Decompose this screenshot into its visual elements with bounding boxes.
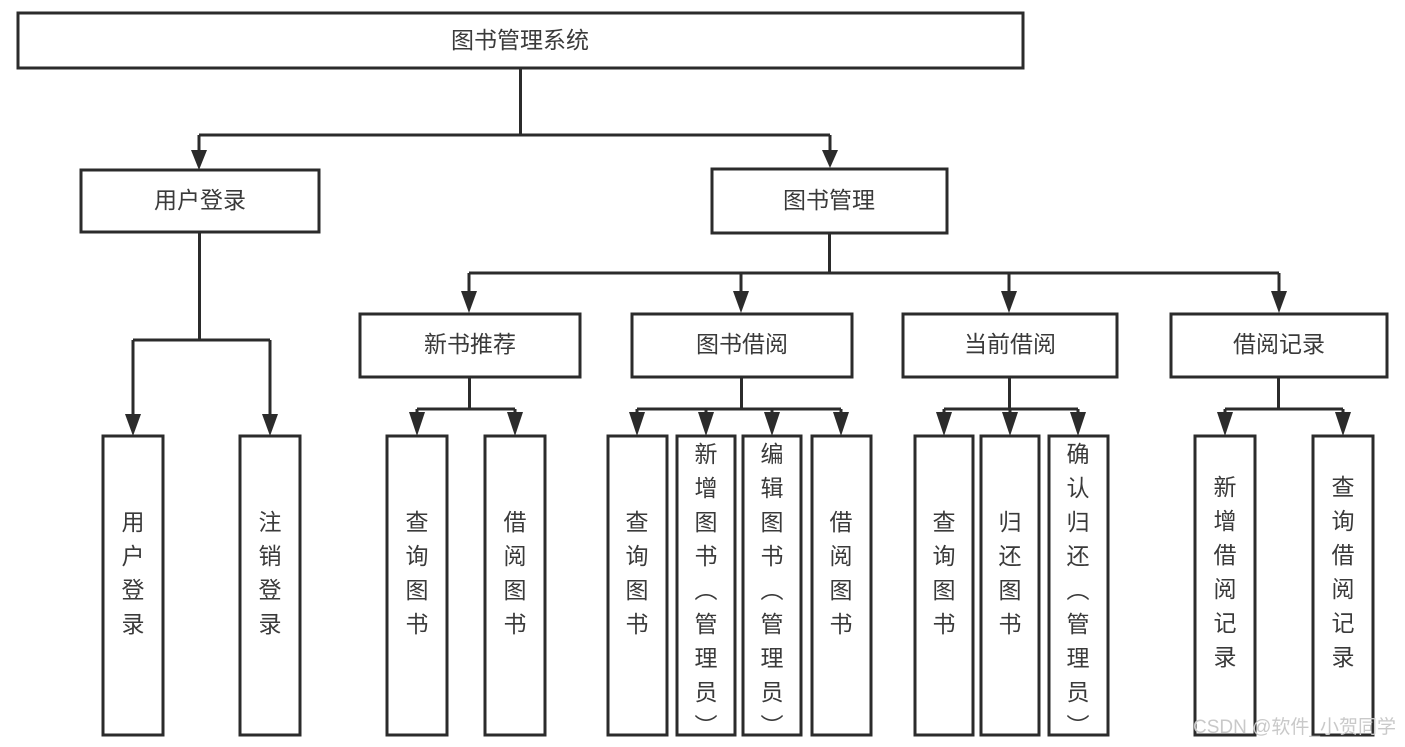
leaf-current-borrow-3[interactable]: 确认归还︵管理员︶: [1047, 434, 1110, 739]
node-book-borrow-box[interactable]: [630, 312, 854, 379]
node-borrow-records-label: 借阅记录: [1233, 331, 1325, 357]
leaf-book-borrow-1[interactable]: 查询图书: [606, 434, 669, 737]
arrow-currentborrow-leaf2-icon: [1002, 412, 1018, 436]
arrow-newbook-leaf2-icon: [507, 412, 523, 436]
leaf-borrow-records-2[interactable]: 查询借阅记录: [1311, 434, 1375, 737]
leaf-user-login-1-label: 用户登录: [122, 509, 145, 637]
leaf-current-borrow-2-label: 归还图书: [999, 509, 1022, 637]
leaf-book-borrow-4-label: 借阅图书: [830, 509, 853, 637]
node-book-borrow-label: 图书借阅: [696, 331, 788, 357]
node-new-book-recommend-label: 新书推荐: [424, 331, 516, 357]
leaf-book-borrow-4-box[interactable]: [810, 434, 873, 737]
leaf-user-login-1[interactable]: 用户登录: [101, 434, 165, 737]
leaf-book-borrow-4[interactable]: 借阅图书: [810, 434, 873, 737]
arrow-root-to-login-icon: [191, 150, 207, 170]
arrow-bookborrow-leaf2-icon: [698, 412, 714, 436]
leaf-new-book-2-label: 借阅图书: [504, 509, 527, 637]
leaf-book-borrow-3-box[interactable]: [741, 434, 803, 737]
arrow-login-leaf2-icon: [262, 414, 278, 436]
arrow-bookborrow-leaf1-icon: [629, 412, 645, 436]
leaf-book-borrow-2-label: 新增图书︵管理员︶: [695, 441, 718, 739]
node-root[interactable]: 图书管理系统: [16, 11, 1025, 70]
node-book-management-box[interactable]: [710, 167, 949, 235]
leaf-new-book-1[interactable]: 查询图书: [385, 434, 449, 737]
node-user-login[interactable]: 用户登录: [79, 168, 321, 234]
leaf-new-book-2-box[interactable]: [483, 434, 547, 737]
leaf-user-login-1-box[interactable]: [101, 434, 165, 737]
leaf-borrow-records-2-label: 查询借阅记录: [1332, 474, 1355, 670]
leaf-book-borrow-2[interactable]: 新增图书︵管理员︶: [675, 434, 737, 739]
leaf-book-borrow-3[interactable]: 编辑图书︵管理员︶: [741, 434, 803, 739]
node-book-management-label: 图书管理: [783, 187, 875, 213]
leaf-current-borrow-3-label: 确认归还︵管理员︶: [1067, 441, 1090, 739]
leaf-user-login-2[interactable]: 注销登录: [238, 434, 302, 737]
node-current-borrow-label: 当前借阅: [964, 331, 1056, 357]
arrow-newbook-leaf1-icon: [409, 412, 425, 436]
node-book-management[interactable]: 图书管理: [710, 167, 949, 235]
node-new-book-recommend[interactable]: 新书推荐: [358, 312, 582, 379]
leaf-book-borrow-3-label: 编辑图书︵管理员︶: [761, 441, 784, 739]
leaf-new-book-2[interactable]: 借阅图书: [483, 434, 547, 737]
leaf-current-borrow-1-label: 查询图书: [933, 509, 956, 637]
arrow-bookborrow-leaf4-icon: [833, 412, 849, 436]
watermark-label: CSDN @软件_小贺同学: [1193, 716, 1396, 738]
leaf-current-borrow-2[interactable]: 归还图书: [979, 434, 1041, 737]
node-current-borrow-box[interactable]: [901, 312, 1119, 379]
leaf-user-login-2-label: 注销登录: [259, 509, 282, 637]
leaf-user-login-2-box[interactable]: [238, 434, 302, 737]
leaf-book-borrow-2-box[interactable]: [675, 434, 737, 737]
arrow-records-leaf1-icon: [1217, 412, 1233, 436]
leaf-book-borrow-1-box[interactable]: [606, 434, 669, 737]
arrow-bookborrow-leaf3-icon: [764, 412, 780, 436]
arrow-records-leaf2-icon: [1335, 412, 1351, 436]
arrow-to-book-borrow-icon: [733, 291, 749, 313]
leaf-new-book-1-label: 查询图书: [406, 509, 429, 637]
leaf-borrow-records-1-label: 新增借阅记录: [1214, 474, 1237, 670]
leaf-borrow-records-1[interactable]: 新增借阅记录: [1193, 434, 1257, 737]
node-borrow-records-box[interactable]: [1169, 312, 1389, 379]
leaf-borrow-records-1-box[interactable]: [1193, 434, 1257, 737]
node-current-borrow[interactable]: 当前借阅: [901, 312, 1119, 379]
leaf-borrow-records-2-box[interactable]: [1311, 434, 1375, 737]
arrow-currentborrow-leaf3-icon: [1070, 412, 1086, 436]
node-new-book-recommend-box[interactable]: [358, 312, 582, 379]
leaf-book-borrow-1-label: 查询图书: [626, 509, 649, 637]
leaf-current-borrow-1[interactable]: 查询图书: [913, 434, 975, 737]
leaf-current-borrow-2-box[interactable]: [979, 434, 1041, 737]
arrow-login-leaf1-icon: [125, 414, 141, 436]
arrow-to-borrow-records-icon: [1271, 291, 1287, 313]
node-root-box[interactable]: [16, 11, 1025, 70]
arrow-to-current-borrow-icon: [1001, 291, 1017, 313]
leaf-current-borrow-1-box[interactable]: [913, 434, 975, 737]
leaf-new-book-1-box[interactable]: [385, 434, 449, 737]
connector-layer: [125, 68, 1351, 436]
leaf-current-borrow-3-box[interactable]: [1047, 434, 1110, 737]
node-book-borrow[interactable]: 图书借阅: [630, 312, 854, 379]
node-user-login-label: 用户登录: [154, 187, 246, 213]
arrow-currentborrow-leaf1-icon: [936, 412, 952, 436]
arrow-root-to-bookmgmt-icon: [822, 150, 838, 168]
node-user-login-box[interactable]: [79, 168, 321, 234]
arrow-to-new-book-icon: [461, 291, 477, 313]
node-root-label: 图书管理系统: [451, 27, 589, 53]
node-borrow-records[interactable]: 借阅记录: [1169, 312, 1389, 379]
